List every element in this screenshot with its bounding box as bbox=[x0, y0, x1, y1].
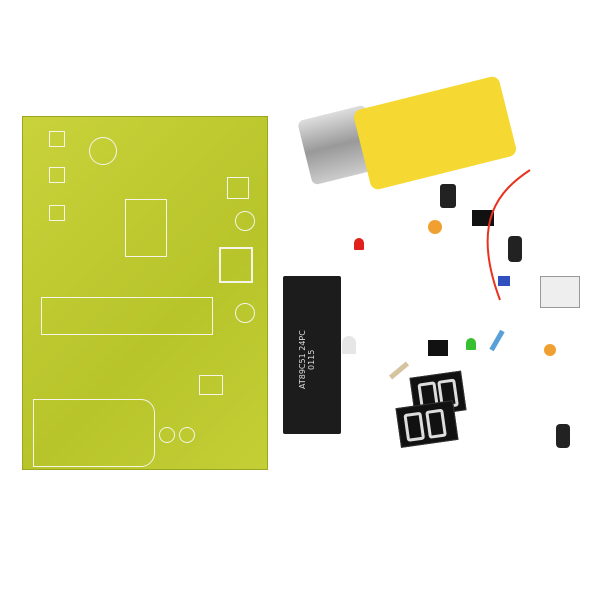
resistor bbox=[489, 329, 505, 352]
battery-outline bbox=[33, 399, 155, 467]
transistor bbox=[428, 340, 448, 356]
printed-circuit-board bbox=[22, 116, 268, 470]
chip-socket-outline bbox=[41, 297, 213, 335]
ceramic-capacitor bbox=[544, 344, 556, 356]
red-led bbox=[354, 238, 364, 250]
green-led bbox=[466, 338, 476, 350]
microcontroller-chip bbox=[283, 276, 341, 434]
red-wire bbox=[486, 169, 531, 301]
seven-segment-display bbox=[395, 400, 459, 448]
capacitor-outline bbox=[235, 303, 255, 323]
led-outline bbox=[159, 427, 175, 443]
capacitor-outline bbox=[235, 211, 255, 231]
button-outline bbox=[49, 205, 65, 221]
sensor-outline bbox=[227, 177, 249, 199]
ic-socket bbox=[540, 276, 580, 308]
ic-outline bbox=[199, 375, 223, 395]
potentiometer bbox=[498, 276, 510, 286]
electrolytic-capacitor bbox=[508, 236, 522, 262]
button-outline bbox=[49, 131, 65, 147]
chip-marking: AT89C51 24PC 0115 bbox=[298, 330, 316, 390]
button-outline bbox=[49, 167, 65, 183]
buzzer-outline bbox=[89, 137, 117, 165]
resistor bbox=[388, 361, 410, 380]
module-outline bbox=[125, 199, 167, 257]
clear-led bbox=[342, 336, 356, 354]
led-outline bbox=[179, 427, 195, 443]
transistor bbox=[472, 210, 494, 226]
electrolytic-capacitor bbox=[556, 424, 570, 448]
electrolytic-capacitor bbox=[440, 184, 456, 208]
ceramic-capacitor bbox=[428, 220, 442, 234]
motor-driver-outline bbox=[219, 247, 253, 283]
